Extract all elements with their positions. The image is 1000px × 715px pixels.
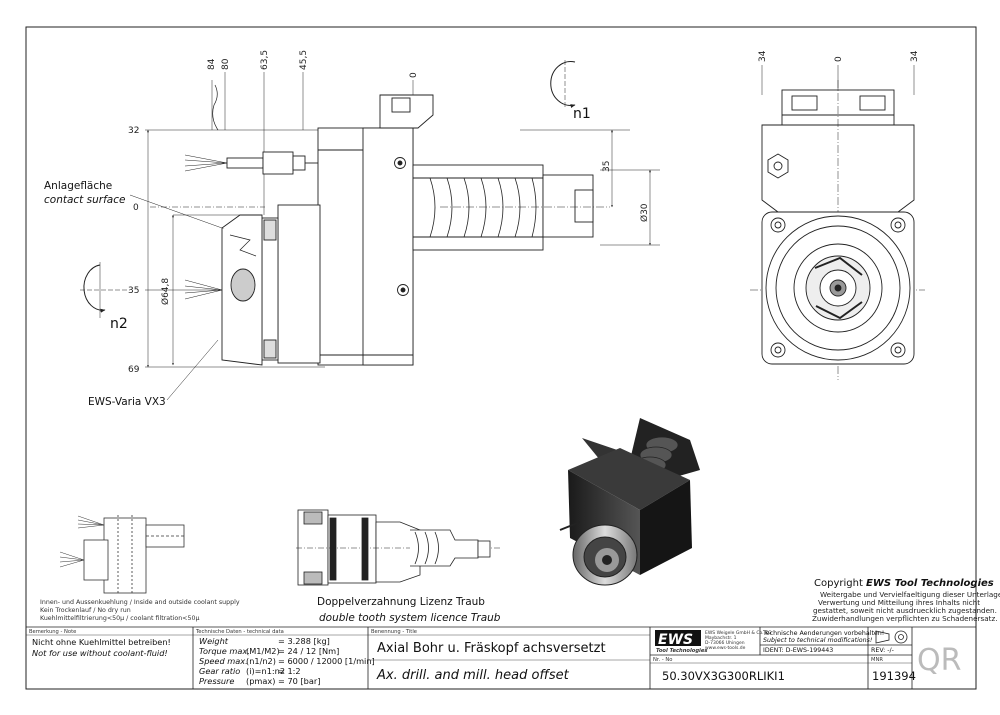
tech-row-2-label: Speed max. <box>199 656 248 666</box>
front-view <box>750 65 925 380</box>
projection-symbol <box>875 630 908 644</box>
mnr-number: 191394 <box>872 669 916 683</box>
dimension-labels: 84 80 63,5 45,5 0 32 0 35 69 Ø64,8 35 Ø3… <box>44 50 650 408</box>
title-en: Ax. drill. and mill. head offset <box>376 668 570 683</box>
tech-row-1-key: (M1/M2) <box>246 646 280 656</box>
company-line-2: Maybachstr. 1 <box>705 635 737 641</box>
mnr-head: MNR <box>871 657 883 663</box>
copyright-block: Copyright EWS Tool Technologies Weiterga… <box>812 578 1000 623</box>
dim-34-left: 34 <box>758 50 768 62</box>
varia-label: EWS-Varia VX3 <box>88 396 166 408</box>
coolant-line-1: Innen- und Aussenkuehlung / Inside and o… <box>40 599 240 606</box>
note-head: Bemerkung - Note <box>29 629 76 635</box>
double-tooth-labels: Doppelverzahnung Lizenz Traub double too… <box>317 596 501 624</box>
tech-row-0-value: = 3.288 [kg] <box>278 636 330 646</box>
tech-data-head: Technische Daten - technical data <box>195 629 284 635</box>
title-block-texts: Bemerkung - Note Nicht ohne Kuehlmittel … <box>29 629 961 686</box>
dim-45-5: 45,5 <box>299 50 309 70</box>
dim-d30: Ø30 <box>639 203 650 222</box>
double-tooth-en: double tooth system licence Traub <box>319 612 501 624</box>
tech-row-1-label: Torque max. <box>199 646 250 656</box>
coolant-line-2: Kein Trockenlauf / No dry run <box>40 607 131 614</box>
tech-row-0-label: Weight <box>199 636 229 646</box>
coolant-notes: Innen- und Aussenkuehlung / Inside and o… <box>40 599 240 622</box>
title-head: Benennung - Title <box>371 629 417 635</box>
isometric-render <box>559 418 700 586</box>
coolant-sketch <box>59 515 185 595</box>
contact-surface-label-de: Anlagefläche <box>44 180 112 192</box>
tech-row-4-key: (pmax) <box>246 676 275 686</box>
dim-84: 84 <box>207 58 217 70</box>
company-line-1: EWS Weigele GmbH & Co. KG <box>705 630 772 636</box>
copyright-line-2: Verwertung und Mitteilung ihres Inhalts … <box>818 598 980 607</box>
tech-data-row: Weight = 3.288 [kg] <box>199 636 330 646</box>
tech-row-3-value: = 1:2 <box>278 666 301 676</box>
change-line-1: Technische Aenderungen vorbehalten! <box>762 630 884 637</box>
part-number: 50.30VX3G300RLIKI1 <box>662 669 785 683</box>
dim-32: 32 <box>128 126 139 136</box>
tech-row-3-key: (i)=n1:n2 <box>246 666 285 676</box>
rotation-n2-label: n2 <box>110 316 128 332</box>
double-tooth-de: Doppelverzahnung Lizenz Traub <box>317 596 485 608</box>
title-block <box>26 626 976 689</box>
dim-35-right: 35 <box>602 161 612 172</box>
side-view <box>80 60 660 401</box>
tech-row-2-key: (n1/n2) <box>246 656 276 666</box>
rotation-n1-label: n1 <box>573 106 591 122</box>
copyright-line-3: gestattet, soweit nicht ausdruecklich zu… <box>813 606 997 615</box>
dim-d64-8: Ø64,8 <box>160 278 171 305</box>
revision: REV: -/- <box>871 647 894 654</box>
dim-0-top: 0 <box>409 72 419 78</box>
tech-row-4-value: = 70 [bar] <box>278 676 320 686</box>
copyright-line-4: Zuwiderhandlungen verpflichten zu Schade… <box>812 614 998 623</box>
dim-34-right: 34 <box>910 50 920 62</box>
title-de: Axial Bohr u. Fräskopf achsversetzt <box>377 641 606 656</box>
logo-sub: Tool Technologies <box>656 648 707 654</box>
ident: IDENT: D-EWS-199443 <box>763 647 833 654</box>
copyright-line-1: Weitergabe und Vervielfaeltigung dieser … <box>820 590 1000 599</box>
coolant-line-3: Kuehlmittelfiltrierung<50µ / coolant fil… <box>40 615 199 622</box>
double-tooth-view <box>296 509 500 586</box>
dim-35-left: 35 <box>128 286 139 296</box>
tech-row-3-label: Gear ratio <box>199 666 240 676</box>
logo-text: EWS <box>658 632 693 648</box>
number-head: Nr. - No <box>653 657 672 663</box>
ews-logo: EWS Tool Technologies <box>655 630 707 654</box>
tech-row-4-label: Pressure <box>199 676 234 686</box>
tech-row-1-value: = 24 / 12 [Nm] <box>278 646 339 656</box>
dim-0-right: 0 <box>834 56 844 62</box>
tech-data-row: Speed max. (n1/n2) = 6000 / 12000 [1/min… <box>199 656 375 666</box>
tech-row-2-value: = 6000 / 12000 [1/min] <box>278 656 375 666</box>
tech-data-row: Pressure (pmax) = 70 [bar] <box>199 676 320 686</box>
qr-placeholder: QR <box>917 643 961 678</box>
note-en: Not for use without coolant-fluid! <box>32 648 168 658</box>
note-de: Nicht ohne Kuehlmittel betreiben! <box>32 637 171 647</box>
drawing-frame <box>25 26 977 690</box>
contact-surface-label-en: contact surface <box>44 194 125 206</box>
tech-data-row: Torque max. (M1/M2) = 24 / 12 [Nm] <box>199 646 339 656</box>
change-line-2: Subject to technical modifications! <box>763 636 873 644</box>
company-line-4: www.ews-tools.de <box>705 645 746 651</box>
dim-63-5: 63,5 <box>260 50 270 70</box>
company-line-3: D-73066 Uhingen <box>705 640 745 646</box>
dim-69: 69 <box>128 365 140 375</box>
dim-0-left: 0 <box>133 203 139 213</box>
copyright-title: Copyright EWS Tool Technologies <box>814 578 994 589</box>
dim-80: 80 <box>221 58 231 70</box>
front-view-dims: 34 0 34 <box>758 50 920 62</box>
tech-data-row: Gear ratio (i)=n1:n2 = 1:2 <box>199 666 301 676</box>
